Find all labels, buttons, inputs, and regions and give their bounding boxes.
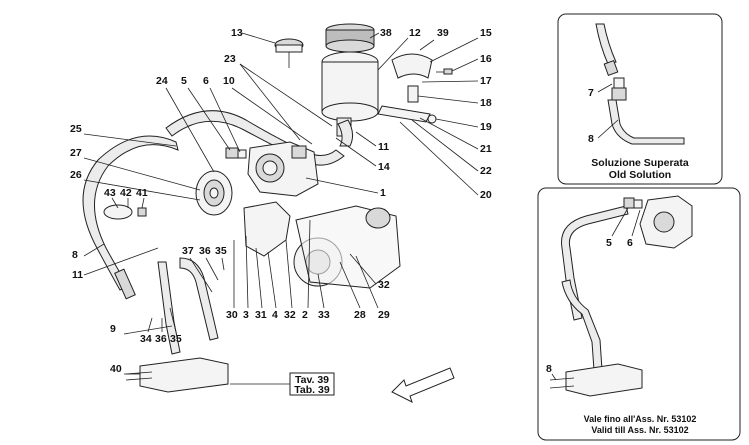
hose-end-fitting[interactable]	[114, 268, 136, 300]
callout-36: 36	[199, 245, 211, 257]
power-steering-pump[interactable]	[247, 141, 319, 197]
callout-5: 5	[181, 75, 187, 87]
callout-33: 33	[318, 309, 330, 321]
callout-12: 12	[409, 27, 421, 39]
callout-10: 10	[223, 75, 235, 87]
callout-8: 8	[72, 249, 78, 261]
callout-16: 16	[480, 53, 492, 65]
callout-31: 31	[255, 309, 267, 321]
pump-bracket[interactable]	[243, 201, 291, 257]
callout-2: 2	[302, 309, 308, 321]
callout-4: 4	[272, 309, 278, 321]
callout-6: 6	[203, 75, 209, 87]
callout-21: 21	[480, 143, 492, 155]
callout-40: 40	[110, 363, 122, 375]
seal-ring[interactable]	[237, 149, 247, 159]
pump-inset[interactable]	[623, 195, 693, 249]
callout-11: 11	[378, 141, 389, 153]
table-reference-line1: Tav. 39	[295, 374, 329, 386]
callout-35: 35	[215, 245, 227, 257]
old-solution-inset: 7 8 Soluzione Superata Old Solution	[557, 13, 723, 185]
callout-25: 25	[70, 123, 82, 135]
callout-18: 18	[480, 97, 492, 109]
callout-14: 14	[378, 161, 390, 173]
pump-pulley[interactable]	[195, 170, 233, 216]
pressure-pipe[interactable]	[157, 261, 181, 355]
pipe-bracket[interactable]	[139, 357, 229, 393]
callout-35: 35	[170, 333, 182, 345]
callout-1: 1	[380, 187, 386, 199]
callout-43: 43	[104, 187, 116, 199]
engine-block[interactable]	[293, 205, 401, 289]
callout-15: 15	[480, 27, 492, 39]
old-pipe-lower[interactable]	[607, 99, 685, 145]
callout-23: 23	[224, 53, 236, 65]
direction-arrow	[391, 367, 455, 403]
pipe-bracket-inset[interactable]	[565, 363, 643, 397]
callout-17: 17	[480, 75, 492, 87]
valid-till-inset: 5 6 8 Vale fino all'Ass. Nr. 53102 Valid…	[537, 187, 741, 441]
hose-assembly[interactable]	[561, 205, 629, 321]
callout-6: 6	[627, 237, 633, 249]
callout-36: 36	[155, 333, 167, 345]
callout-26: 26	[70, 169, 82, 181]
callout-22: 22	[480, 165, 492, 177]
hose-clamp[interactable]	[103, 204, 147, 220]
callout-42: 42	[120, 187, 132, 199]
callout-8: 8	[588, 133, 594, 145]
old-hose-upper[interactable]	[595, 23, 617, 65]
union-fitting[interactable]	[225, 147, 239, 159]
callout-9: 9	[110, 323, 116, 335]
callout-32: 32	[284, 309, 296, 321]
callout-5: 5	[606, 237, 612, 249]
callout-7: 7	[588, 87, 594, 99]
reservoir-bracket[interactable]	[377, 53, 453, 124]
filter-element[interactable]	[325, 23, 375, 53]
callout-28: 28	[354, 309, 366, 321]
valid-till-line-it: Vale fino all'Ass. Nr. 53102	[584, 414, 697, 424]
callout-30: 30	[226, 309, 238, 321]
main-exploded-view: Tav. 39 Tab. 39 13 38 12 39 15 16 17 18 …	[70, 23, 492, 403]
callout-20: 20	[480, 189, 492, 201]
callout-24: 24	[156, 75, 168, 87]
old-solution-title-it: Soluzione Superata	[591, 157, 689, 169]
callout-41: 41	[136, 187, 148, 199]
callout-13: 13	[231, 27, 243, 39]
valid-till-line-en: Valid till Ass. Nr. 53102	[591, 425, 688, 435]
callout-29: 29	[378, 309, 390, 321]
callout-27: 27	[70, 147, 82, 159]
callout-32: 32	[378, 279, 390, 291]
callouts: 13 38 12 39 15 16 17 18 19 21 22 20 23	[70, 27, 492, 375]
reservoir[interactable]	[321, 51, 379, 147]
callout-8: 8	[546, 363, 552, 375]
callout-34: 34	[140, 333, 152, 345]
reservoir-cap[interactable]	[274, 38, 304, 68]
callout-38: 38	[380, 27, 392, 39]
callout-19: 19	[480, 121, 492, 133]
callout-37: 37	[182, 245, 194, 257]
callout-39: 39	[437, 27, 449, 39]
callout-11: 11	[72, 269, 83, 281]
old-solution-title-en: Old Solution	[609, 169, 671, 181]
callout-3: 3	[243, 309, 249, 321]
table-reference-line2: Tab. 39	[294, 384, 330, 396]
